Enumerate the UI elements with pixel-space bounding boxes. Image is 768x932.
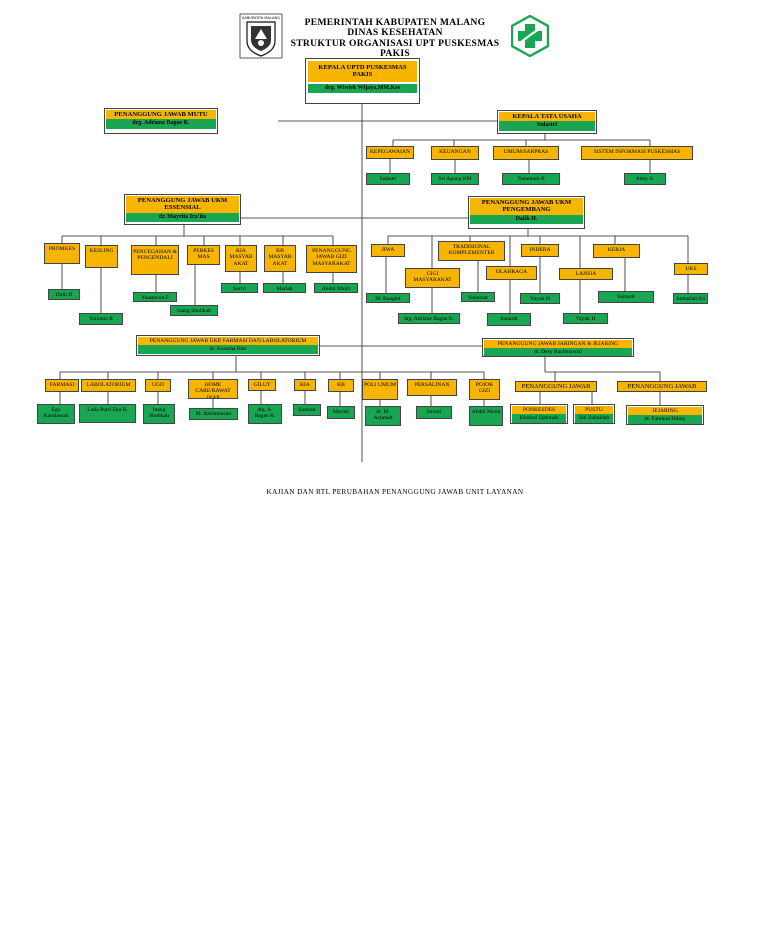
pj-ponkesdes-pustu: PENANGGUNG JAWAB [515, 381, 597, 392]
pj-ukp-title: PENANGGUNG JAWAB UKP, FARMASI DAN LABOLA… [138, 337, 318, 346]
unit-jejaring: JEJARING dr. Fahmud Hilmy [626, 405, 704, 425]
staff-perkesmas: Inang Sholikah [170, 305, 218, 316]
unit-pojok-gizi: POJOK GIZI [469, 379, 500, 400]
staff-olahraga: Sunardi [487, 313, 531, 326]
staff-farmasi: Ega Kurniawati [37, 404, 75, 424]
pj-ukm-esensial-title: PENANGGUNG JAWAB UKM ESSENSIAL [126, 196, 239, 213]
pj-mutu-name: drg. Adriane Bagus K. [106, 119, 216, 129]
pj-ukp-box: PENANGGUNG JAWAB UKP, FARMASI DAN LABOLA… [136, 335, 320, 356]
unit-farmasi: FARMASI [45, 379, 79, 392]
unit-ponkesdes: PONKESDES Khoirul Qotimah [510, 404, 568, 424]
pj-mutu-title: PENANGGUNG JAWAB MUTU [106, 110, 216, 120]
unit-home-care: HOME CARE/RAWAT INAP [188, 379, 238, 399]
kabupaten-malang-seal-icon: KABUPATEN MALANG [239, 13, 283, 59]
staff-gigi-masyarakat: drg. Adriane Bagus K. [398, 313, 460, 324]
staff-sistem-informasi: Anny A. [624, 173, 666, 185]
unit-kia: KIA [294, 379, 316, 391]
unit-gizi-masyarakat: PENANGGUNG JAWAB GIZI MASYARAKAT [306, 245, 357, 273]
unit-pustu: PUSTU Siti Zubaidah [573, 404, 615, 424]
unit-ugd: UGD [145, 379, 171, 392]
unit-kia-masyarakat: KIA MASYAR AKAT [225, 245, 257, 272]
pj-jaringan-box: PENANGGUNG JAWAB JARINGAN & JEJARING dr.… [482, 338, 634, 357]
unit-pustu-title: PUSTU [575, 406, 613, 415]
staff-uks: Jumariati Sri [673, 293, 708, 304]
staff-lansia: Yayuk H [563, 313, 608, 324]
kepala-tata-usaha-box: KEPALA TATA USAHA Sulastri [497, 110, 597, 134]
unit-kerja: KERJA [593, 244, 640, 258]
staff-kepegawaian: Sulastri [366, 173, 410, 185]
unit-poli-umum: POLI UMUM [362, 379, 398, 400]
staff-pojok-gizi: Abdul Makit [469, 406, 503, 426]
pj-jaringan-title: PENANGGUNG JAWAB JARINGAN & JEJARING [484, 340, 632, 349]
kepala-puskesmas-name: drg. Wiwiek Wijaya,MM.Kes [308, 83, 417, 94]
unit-gigi-masyarakat: GIGI MASYARAKAT [405, 268, 460, 288]
unit-jiwa: JIWA [371, 244, 405, 257]
footer-caption: KAJIAN DAN RTL PERUBAHAN PENANGGUNG JAWA… [266, 488, 524, 496]
pj-ukp-name: dr. Kusuma Hati [138, 345, 318, 354]
health-cross-logo-icon [510, 14, 550, 58]
unit-pencegahan: PENCEGAHAN & PENGENDALI [131, 245, 179, 275]
unit-gilut: GILUT [248, 379, 276, 391]
staff-kia-masyarakat: Suriri [221, 283, 258, 293]
kepala-tata-usaha-name: Sulastri [499, 121, 595, 131]
staff-poli-umum: dr. M. Achmad [365, 406, 401, 426]
staff-promkes: Dolli H [48, 289, 80, 300]
unit-ponkesdes-title: PONKESDES [512, 406, 566, 415]
unit-pustu-name: Siti Zubaidah [575, 414, 613, 423]
staff-indera: Yayuk H [520, 293, 560, 304]
header-title: PEMERINTAH KABUPATEN MALANG DINAS KESEHA… [282, 17, 508, 60]
unit-olahraga: OLAHRAGA [486, 266, 537, 280]
unit-sistem-informasi: SISTEM INFORMASI PUSKESMAS [581, 146, 693, 160]
unit-perkesmas: PERKES MAS [187, 245, 220, 265]
seal-text: KABUPATEN MALANG [242, 16, 280, 20]
unit-umum-sarpras: UMUM/SARPRAS [493, 146, 559, 160]
unit-persalinan: PERSALINAN [407, 379, 457, 396]
unit-kb-masyarakat: KB MASYAR AKAT [264, 245, 296, 272]
unit-jejaring-name: dr. Fahmud Hilmy [628, 415, 702, 424]
staff-persalinan: Suriati [416, 406, 452, 419]
unit-promkes: PROMKES [44, 243, 80, 264]
unit-labolatorium: LABOLATORIUM [81, 379, 136, 392]
staff-jiwa: M. Bangkit [366, 293, 410, 303]
unit-kb: KB [328, 379, 354, 392]
pj-ukm-pengembang-box: PENANGGUNG JAWAB UKM PENGEMBANG Dalik H. [468, 196, 585, 229]
unit-kesling: KESLING [85, 245, 118, 268]
pj-ukm-pengembang-title: PENANGGUNG JAWAB UKM PENGEMBANG [470, 198, 583, 215]
unit-indera: INDERA [521, 244, 559, 257]
staff-kb: Mariah [327, 406, 355, 419]
unit-keuangan: KEUANGAN [431, 146, 479, 160]
header-line-3: STRUKTUR ORGANISASI UPT PUSKESMAS PAKIS [290, 37, 500, 60]
header-line-2: DINAS KESEHATAN [347, 27, 443, 39]
unit-lansia: LANSIA [559, 268, 613, 280]
pj-mutu-box: PENANGGUNG JAWAB MUTU drg. Adriane Bagus… [104, 108, 218, 134]
staff-kb-masyarakat: Mariah [263, 283, 306, 293]
staff-labolatorium: Laila Putri Eka R. [79, 404, 136, 423]
pj-ukm-esensial-box: PENANGGUNG JAWAB UKM ESSENSIAL dr. Mayri… [124, 194, 241, 225]
pj-jejaring: PENANGGUNG JAWAB [617, 381, 707, 392]
unit-ponkesdes-name: Khoirul Qotimah [512, 414, 566, 423]
unit-jejaring-title: JEJARING [628, 407, 702, 416]
staff-gilut: drg. A. Bagus K. [248, 404, 282, 424]
staff-kerja: Sunardi [598, 291, 654, 303]
staff-pencegahan: Yuastavon F [133, 292, 177, 302]
pj-jaringan-name: dr. Desy Rachmawati [484, 348, 632, 356]
staff-home-care: M. Rachmawan [189, 408, 238, 420]
header-line-1: PEMERINTAH KABUPATEN MALANG [304, 17, 486, 28]
pj-ukm-esensial-name: dr. Mayrita Ira'ita [126, 212, 239, 223]
staff-gizi-masyarakat: Abdul Makit [314, 283, 358, 293]
staff-kesling: Yulianto R [79, 313, 123, 325]
staff-keuangan: Sri Agung RM [431, 173, 479, 185]
staff-kia: Sumiati [293, 404, 321, 416]
staff-ugd: Inang Sholikah [143, 404, 175, 424]
staff-umum-sarpras: Tamenum B [502, 173, 560, 185]
kepala-puskesmas-title: KEPALA UPTD PUSKESMAS PAKIS [308, 61, 417, 82]
unit-uks: UKS [674, 263, 708, 275]
kepala-puskesmas-box: KEPALA UPTD PUSKESMAS PAKIS drg. Wiwiek … [305, 58, 420, 104]
unit-kepegawaian: KEPEGAWAIAN [366, 146, 414, 159]
pj-ukm-pengembang-name: Dalik H. [470, 214, 583, 225]
staff-tradisional: Sukemat [461, 292, 495, 302]
unit-tradisional: TRADISIONAL KOMPLEMENTER [438, 241, 505, 261]
kepala-tata-usaha-title: KEPALA TATA USAHA [499, 112, 595, 122]
